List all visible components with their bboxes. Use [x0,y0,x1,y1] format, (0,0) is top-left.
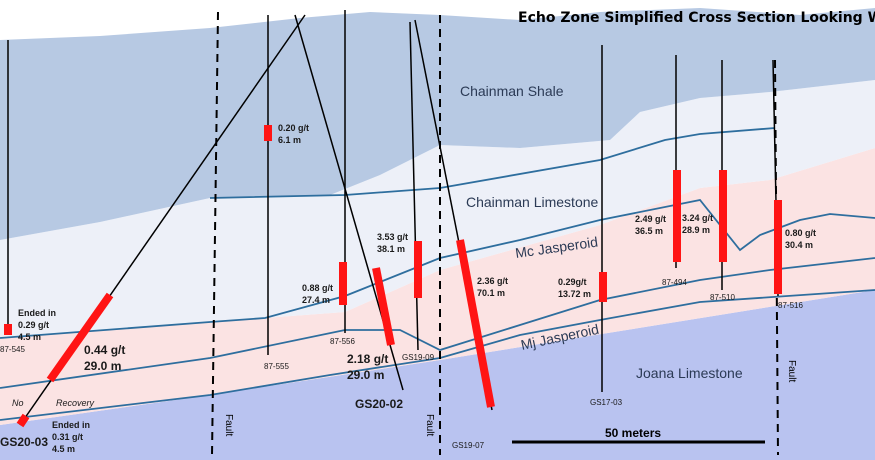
hole-id-label: 87-545 [0,345,25,354]
hole-id-label: GS19-07 [452,441,485,450]
assay-label: 0.80 g/t [785,228,816,238]
assay-label: 6.1 m [278,135,301,145]
intercept-gs20-03-end [16,413,30,428]
hole-id-label: GS17-03 [590,398,623,407]
unit-label-joana-limestone: Joana Limestone [636,365,743,381]
intercept-gs19-07 [456,239,495,408]
assay-label: 4.5 m [52,444,75,454]
hole-id-label: 87-494 [662,278,687,287]
hole-id-label: GS20-02 [355,397,403,411]
intercept-gs20-03-main [46,292,114,383]
fault-label: Fault [223,414,234,436]
assay-label: 0.44 g/t [84,343,125,357]
assay-label: 30.4 m [785,240,813,250]
fault-label: Fault [786,360,797,382]
chainman-limestone-unit [0,80,875,338]
fault-line [211,11,219,456]
figure-title: Echo Zone Simplified Cross Section Looki… [518,10,875,26]
assay-label: 0.29 g/t [18,320,49,330]
fault-label: Fault [424,414,435,436]
assay-label: Ended in [18,308,56,318]
assay-label: 13.72 m [558,289,591,299]
hole-id-label: 87-556 [330,337,355,346]
hole-id-label: 87-516 [778,301,803,310]
assay-label: 2.18 g/t [347,352,388,366]
assay-label: 28.9 m [682,225,710,235]
intercept-gs20-02 [372,267,395,346]
hole-id-label: 87-510 [710,293,735,302]
assay-label: 0.29g/t [558,277,587,287]
unit-label-limestone: Chainman Limestone [466,194,599,210]
scale-bar-label: 50 meters [605,426,661,440]
joana-limestone-unit [0,290,875,460]
contact-mc-top [0,199,875,339]
assay-label: 2.49 g/t [635,214,666,224]
assay-label: 70.1 m [477,288,505,298]
assay-label: 3.53 g/t [377,232,408,242]
assay-label: 0.88 g/t [302,283,333,293]
hole-id-label: GS19-09 [402,353,435,362]
no-recovery-label: Recovery [56,398,95,408]
no-recovery-label: No [12,398,24,408]
assay-label: Ended in [52,420,90,430]
unit-label-shale: Chainman Shale [460,83,564,99]
assay-label: 38.1 m [377,244,405,254]
chainman-shale-unit [0,8,875,240]
assay-label: 4.5 m [18,332,41,342]
assay-label: 36.5 m [635,226,663,236]
assay-label: 27.4 m [302,295,330,305]
assay-label: 2.36 g/t [477,276,508,286]
assay-label: 0.31 g/t [52,432,83,442]
assay-label: 29.0 m [347,368,384,382]
assay-label: 29.0 m [84,359,121,373]
assay-label: 0.20 g/t [278,123,309,133]
hole-id-label: 87-555 [264,362,289,371]
hole-id-label: GS20-03 [0,435,48,449]
assay-label: 3.24 g/t [682,213,713,223]
